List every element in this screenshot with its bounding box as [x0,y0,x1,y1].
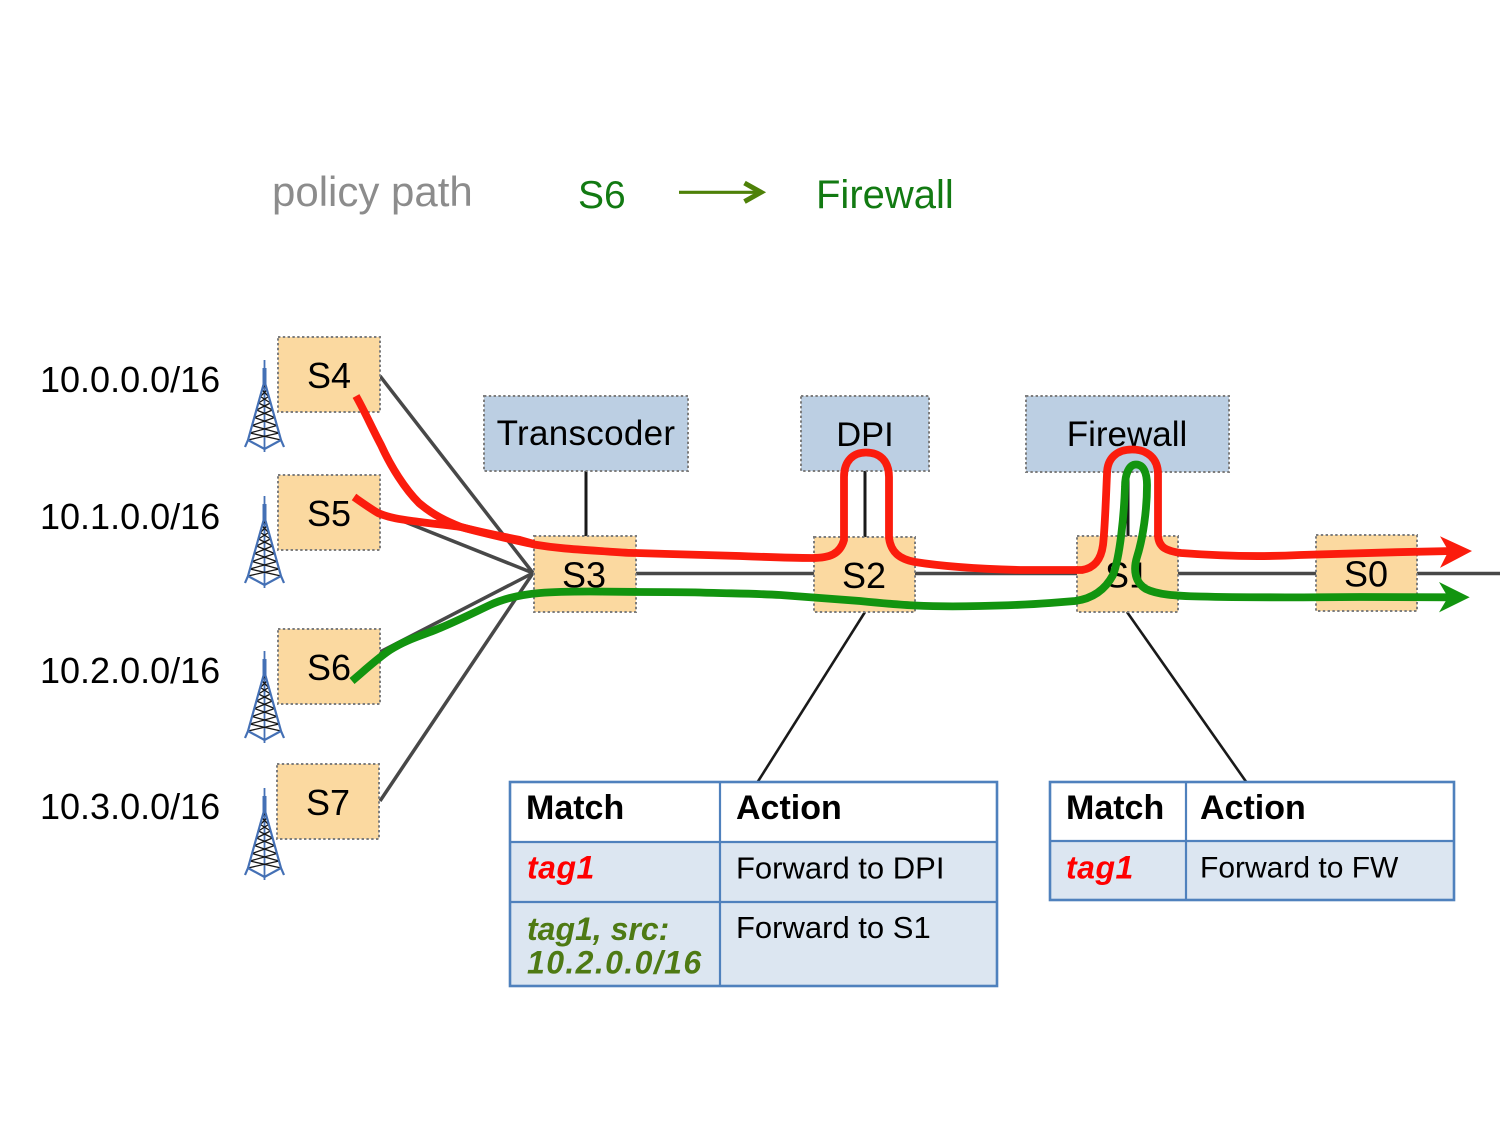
svg-text:10.1.0.0/16: 10.1.0.0/16 [40,496,220,537]
svg-text:Firewall: Firewall [816,173,954,217]
svg-text:tag1: tag1 [1066,850,1134,886]
svg-text:Action: Action [1200,789,1306,827]
svg-text:Action: Action [736,789,842,827]
svg-text:DPI: DPI [836,416,894,454]
svg-text:10.3.0.0/16: 10.3.0.0/16 [40,786,220,827]
svg-text:Forward to FW: Forward to FW [1200,852,1399,885]
svg-text:tag1: tag1 [527,850,595,886]
svg-text:Match: Match [1066,789,1164,827]
svg-text:S6: S6 [307,647,351,688]
svg-text:Forward to DPI: Forward to DPI [736,851,944,886]
svg-text:policy path: policy path [272,168,473,215]
svg-text:S7: S7 [306,782,350,823]
svg-text:Match: Match [526,789,624,827]
svg-text:Transcoder: Transcoder [497,414,676,453]
svg-text:S0: S0 [1344,554,1388,595]
svg-text:10.0.0.0/16: 10.0.0.0/16 [40,359,220,400]
svg-text:S4: S4 [307,355,351,396]
svg-text:Forward to S1: Forward to S1 [736,910,931,945]
svg-text:S6: S6 [578,174,626,217]
svg-text:S2: S2 [842,555,886,596]
svg-text:tag1, src:: tag1, src: [527,911,669,947]
svg-text:10.2.0.0/16: 10.2.0.0/16 [40,650,220,691]
svg-text:10.2.0.0/16: 10.2.0.0/16 [527,945,703,981]
svg-text:S5: S5 [307,493,351,534]
